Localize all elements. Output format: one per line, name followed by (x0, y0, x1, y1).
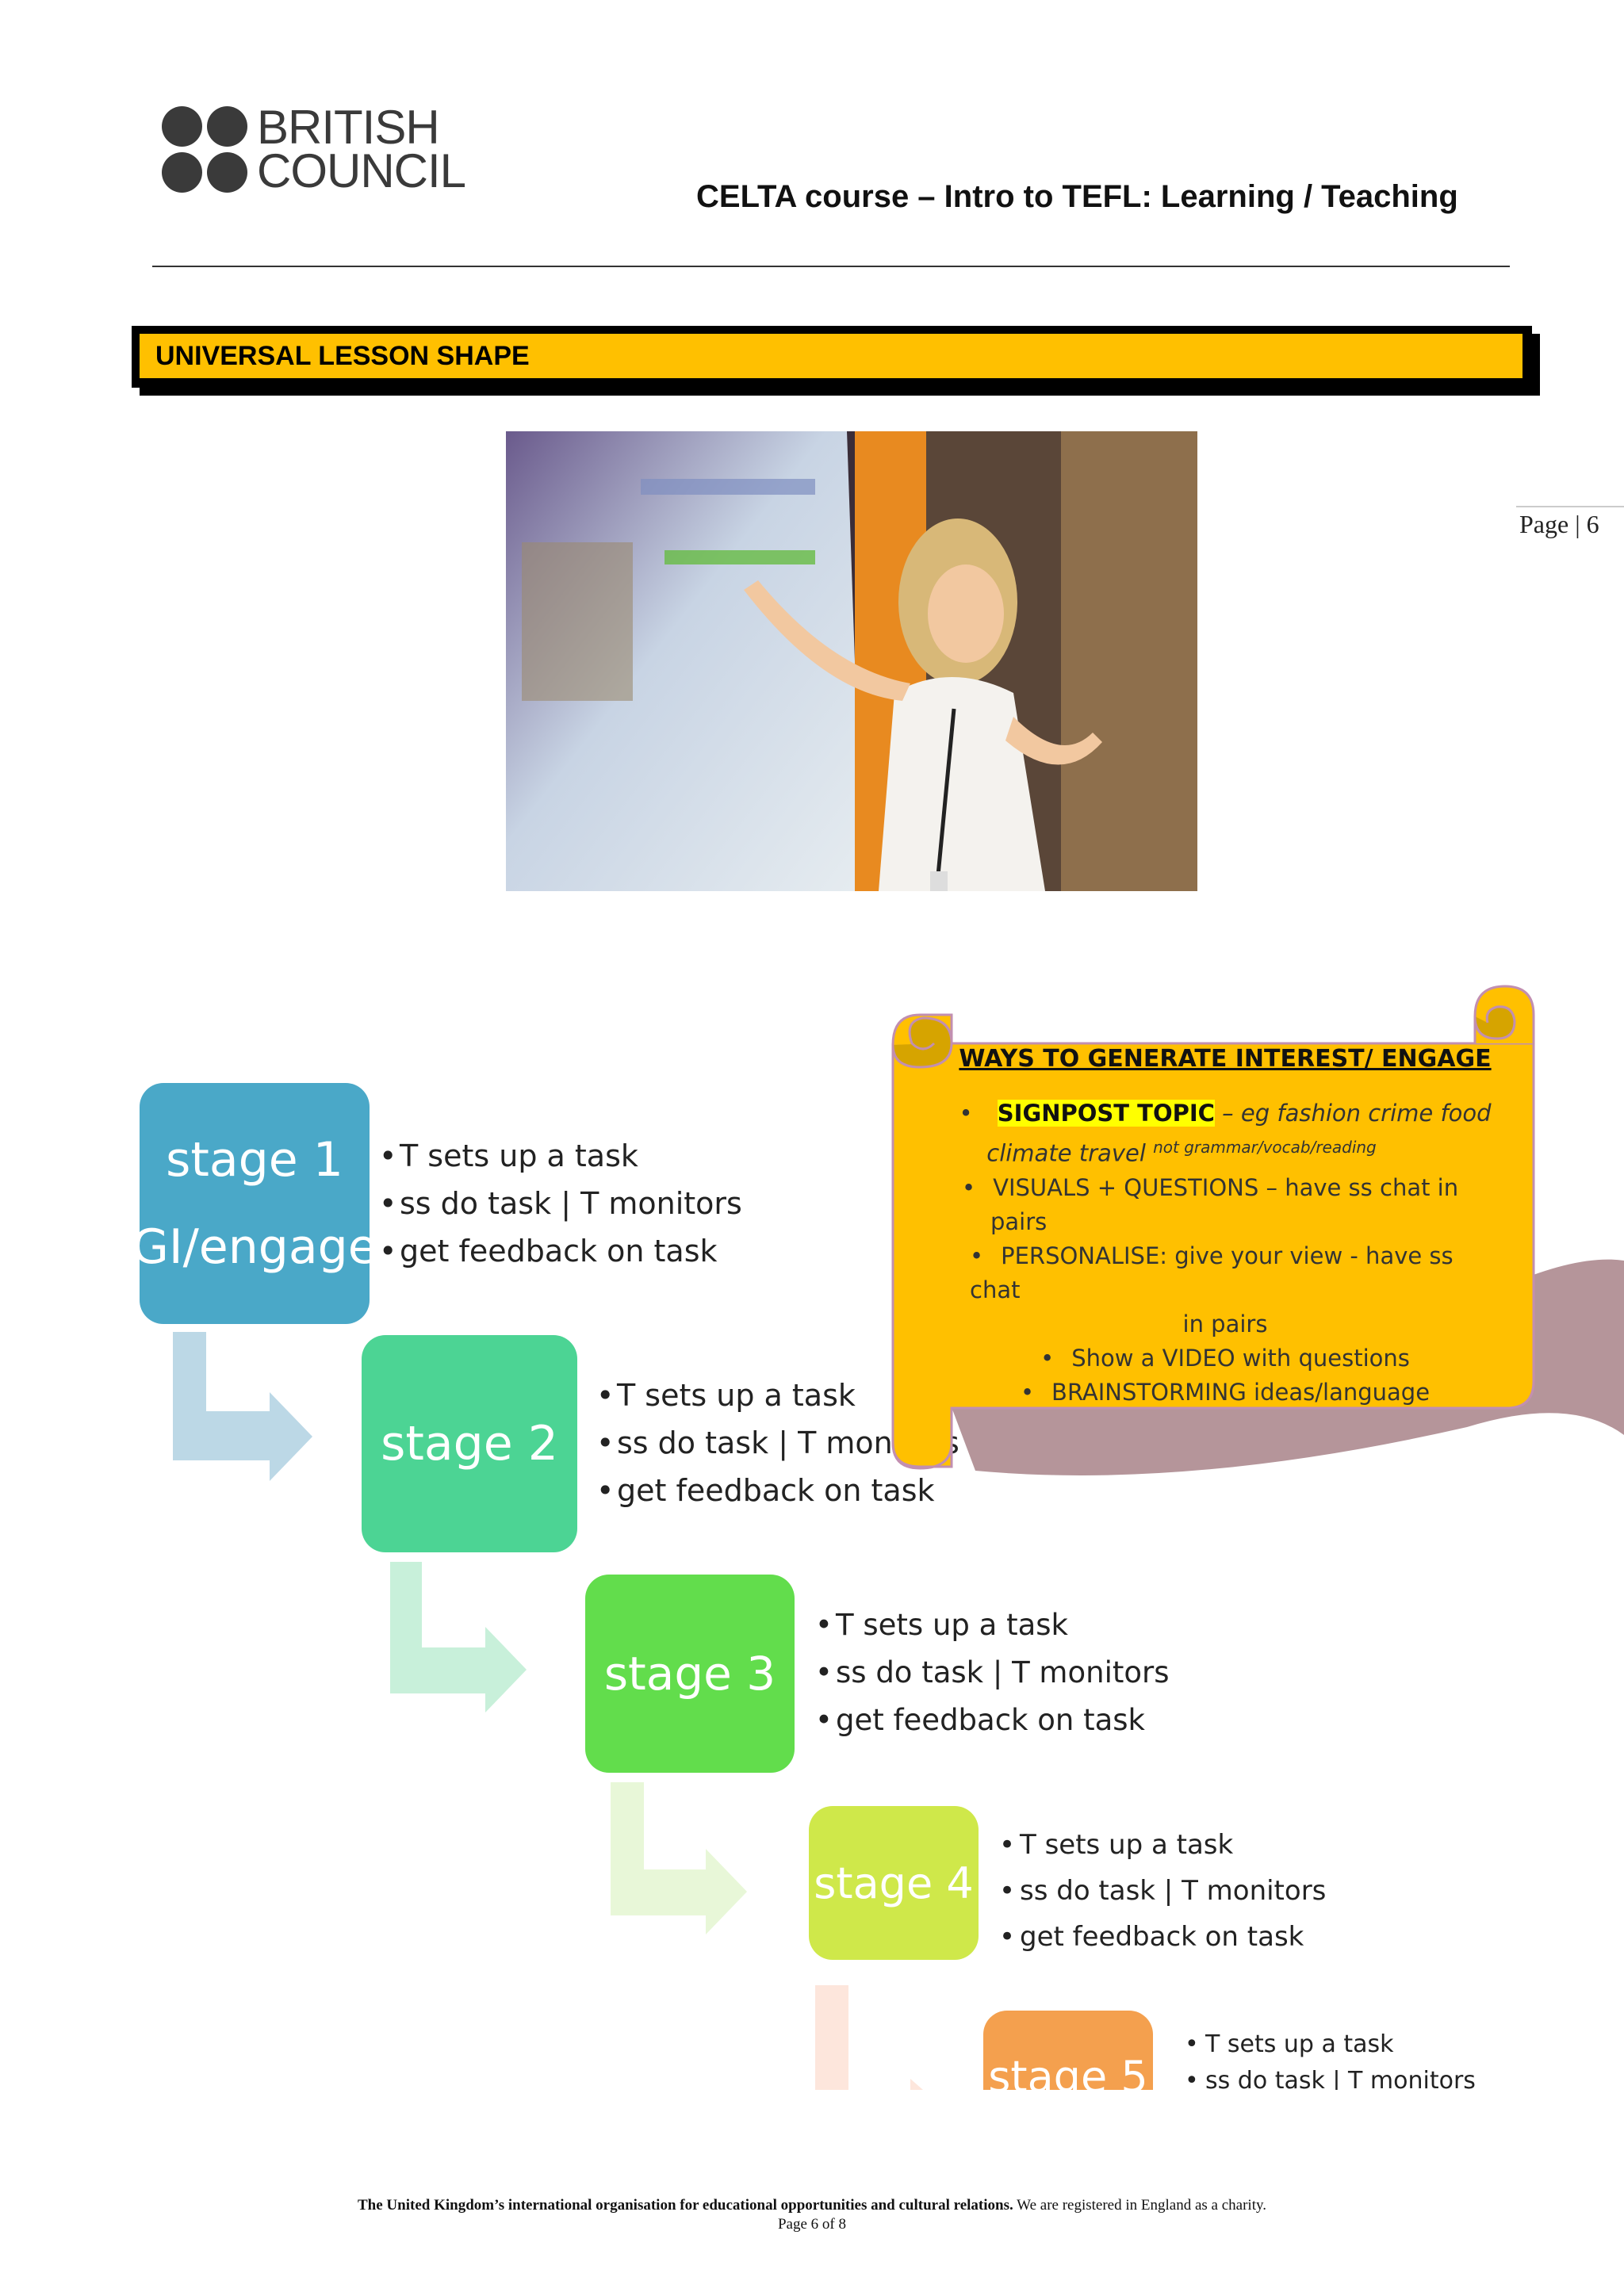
footer-page-number: Page 6 of 8 (777, 2216, 846, 2233)
arrow-1-icon (173, 1332, 312, 1481)
stage-5-box: stage 5 (983, 2011, 1153, 2090)
stage-3-label: stage 3 (603, 1647, 776, 1701)
stage-5-bullets: T sets up a task ss do task | T monitors (1185, 2026, 1476, 2090)
stage-4-bullet-3: get feedback on task (999, 1914, 1326, 1960)
stage-1-box: stage 1 GI/engage (132, 1083, 377, 1324)
scroll-content: WAYS TO GENERATE INTEREST/ ENGAGE SIGNPO… (956, 1045, 1495, 1410)
stage-4-bullet-2: ss do task | T monitors (999, 1868, 1326, 1914)
video-item: Show a VIDEO with questions (956, 1341, 1495, 1376)
visuals-item: VISUALS + QUESTIONS – have ss chat in (956, 1171, 1495, 1205)
stage-1-bullets: T sets up a task ss do task | T monitors… (379, 1132, 742, 1275)
logo-word-council: COUNCIL (257, 144, 466, 197)
arrow-2-icon (390, 1562, 527, 1712)
stage-1-label: stage 1 (166, 1132, 343, 1188)
page-label-rule (1516, 506, 1624, 507)
stage-2-label: stage 2 (381, 1416, 558, 1471)
visuals-item-line2: pairs (990, 1207, 1048, 1235)
stage-5-bullets-clip: T sets up a task ss do task | T monitors (1185, 2026, 1502, 2090)
stage-2-bullet-1: T sets up a task (596, 1372, 959, 1419)
arrow-4-icon (815, 1985, 848, 2090)
logo-word-british: BRITISH (257, 101, 440, 154)
document-title: CELTA course – Intro to TEFL: Learning /… (696, 179, 1458, 214)
stage-4-box: stage 4 (809, 1806, 979, 1960)
arrow-3-icon (611, 1782, 747, 1934)
stage-1-bullet-2: ss do task | T monitors (379, 1180, 742, 1227)
stage-3-bullet-3: get feedback on task (815, 1697, 1169, 1744)
stage-2-box: stage 2 (362, 1335, 577, 1552)
scroll-title: WAYS TO GENERATE INTEREST/ ENGAGE (959, 1045, 1492, 1073)
stage-4-bullets: T sets up a task ss do task | T monitors… (999, 1822, 1326, 1960)
stage-5-label: stage 5 (988, 2052, 1148, 2090)
stage-1-bullet-1: T sets up a task (379, 1132, 742, 1180)
stage-5-bullet-1: T sets up a task (1185, 2026, 1476, 2063)
british-council-logo: BRITISH COUNCIL (162, 101, 466, 197)
header-divider (152, 266, 1510, 267)
signpost-note: not grammar/vocab/reading (1153, 1138, 1377, 1157)
stage-4-label: stage 4 (814, 1858, 974, 1908)
stage-3-box: stage 3 (585, 1575, 795, 1773)
teacher-at-whiteboard-image (506, 431, 1197, 891)
teacher-photo (506, 431, 1197, 891)
stage-4-bullet-1: T sets up a task (999, 1822, 1326, 1868)
signpost-topics-line2: climate travel (986, 1139, 1146, 1167)
stage-3-bullet-2: ss do task | T monitors (815, 1649, 1169, 1697)
stage-2-bullet-3: get feedback on task (596, 1467, 959, 1514)
signpost-label: SIGNPOST TOPIC (997, 1100, 1215, 1127)
brainstorm-item: BRAINSTORMING ideas/language (956, 1376, 1495, 1410)
personalise-item-line2: in pairs (1182, 1310, 1268, 1337)
stage-1-sublabel: GI/engage (132, 1219, 377, 1275)
section-heading: UNIVERSAL LESSON SHAPE (155, 341, 530, 371)
signpost-topics: – eg fashion crime food (1214, 1100, 1492, 1127)
stage-5-bullet-2: ss do task | T monitors (1185, 2063, 1476, 2090)
logo-dots-icon (162, 106, 251, 195)
personalise-item: PERSONALISE: give your view - have ss ch… (956, 1239, 1495, 1307)
stage-3-bullets: T sets up a task ss do task | T monitors… (815, 1601, 1169, 1744)
stage-5-clip: stage 5 (983, 2011, 1153, 2090)
footer-organisation: The United Kingdom’s international organ… (358, 2197, 1013, 2214)
stage-3-bullet-1: T sets up a task (815, 1601, 1169, 1649)
section-banner-fill (140, 334, 1522, 378)
signpost-item: SIGNPOST TOPIC – eg fashion crime food (956, 1096, 1495, 1131)
page-label: Page | 6 (1519, 510, 1599, 538)
page-footer: The United Kingdom’s international organ… (0, 2196, 1624, 2234)
stage-1-bullet-3: get feedback on task (379, 1227, 742, 1275)
footer-charity: We are registered in England as a charit… (1013, 2197, 1266, 2214)
footer-line: The United Kingdom’s international organ… (0, 2196, 1624, 2215)
